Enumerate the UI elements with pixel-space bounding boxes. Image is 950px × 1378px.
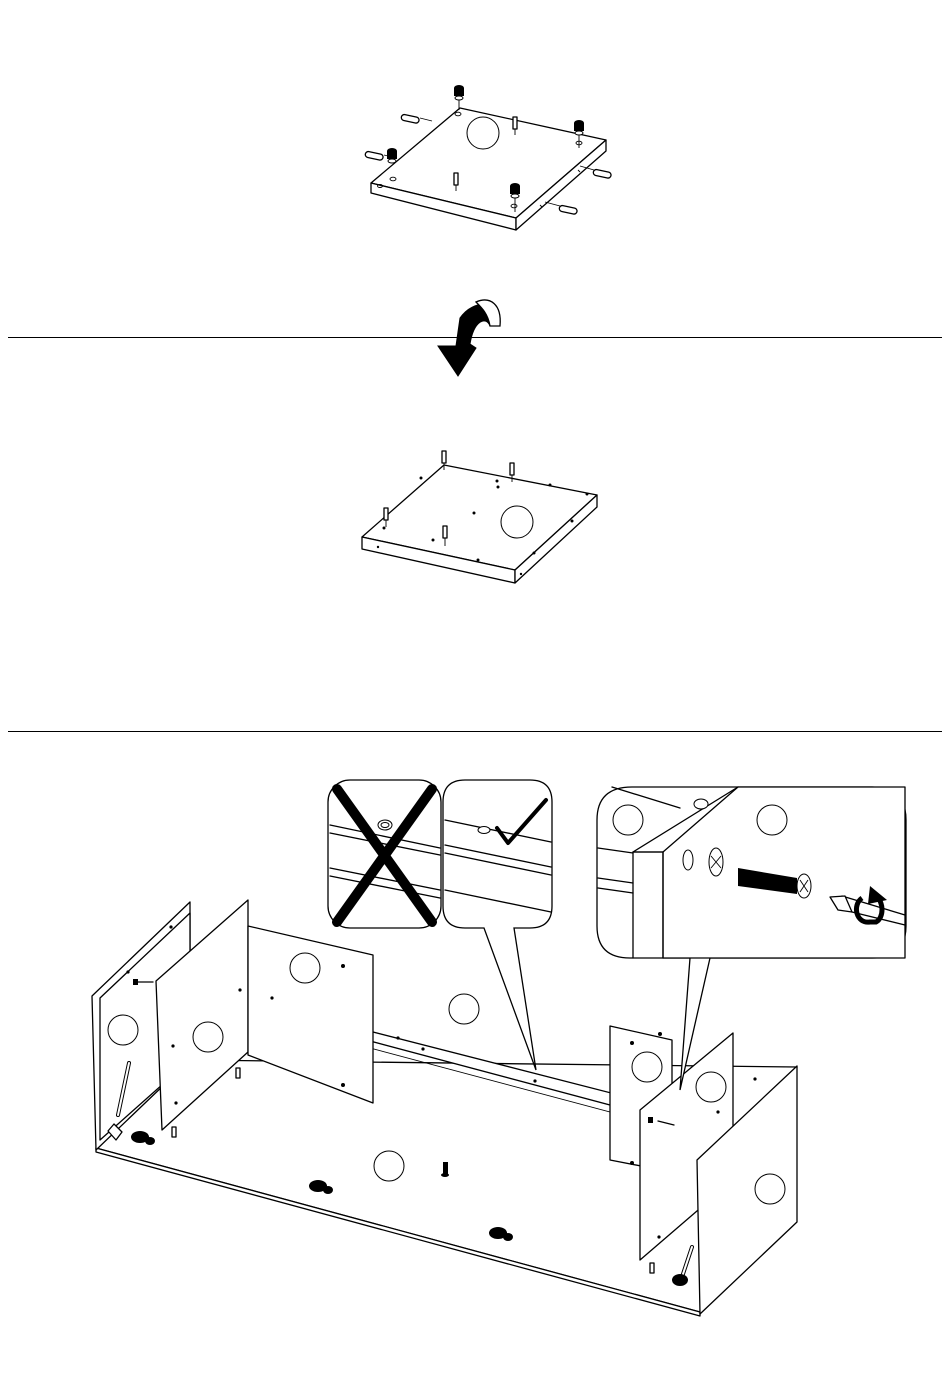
section-divider <box>8 731 942 732</box>
part-circle <box>757 805 787 835</box>
part-circle <box>467 117 499 149</box>
dowel-icon <box>401 114 432 124</box>
step2-panel <box>362 465 597 583</box>
bolt-icon <box>650 1263 654 1273</box>
hinge-bracket-icon <box>672 1274 688 1286</box>
cam-lock-icon <box>454 85 464 110</box>
part-circle <box>374 1151 404 1181</box>
part-circle <box>290 953 320 983</box>
section-divider <box>8 337 942 338</box>
rotate-arrow-icon <box>438 300 500 376</box>
part-circle <box>696 1072 726 1102</box>
wrong-detail-callout <box>328 780 441 928</box>
bolt-icon <box>236 1068 240 1078</box>
cam-lock-icon <box>387 148 397 163</box>
dowel-icon <box>545 202 578 215</box>
part-circle <box>193 1022 223 1052</box>
part-circle <box>449 994 479 1024</box>
part-circle <box>501 506 533 538</box>
part-circle <box>632 1052 662 1082</box>
part-circle <box>108 1015 138 1045</box>
correct-detail-callout <box>443 780 552 1070</box>
part-circle <box>613 805 643 835</box>
part-circle <box>755 1174 785 1204</box>
bolt-icon <box>172 1127 176 1137</box>
